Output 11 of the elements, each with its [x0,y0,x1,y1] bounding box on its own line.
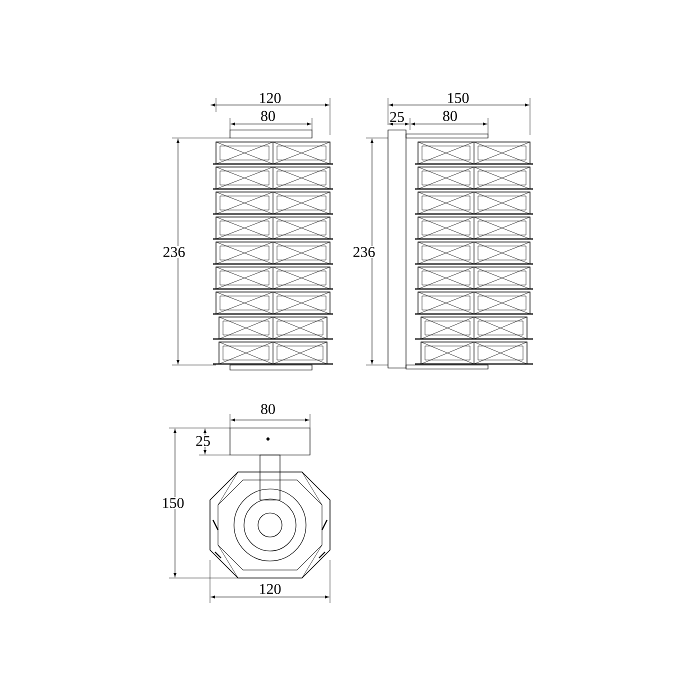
dimension-label: 236 [352,246,376,258]
dimension-label: 120 [258,92,282,104]
dimension-label: 25 [388,110,406,124]
dimension-label: 150 [160,496,186,510]
dimension-label: 80 [442,110,458,122]
dimension-label: 80 [260,402,276,416]
dimension-label: 236 [162,246,186,258]
dimension-label: 25 [194,434,212,448]
dimension-label: 120 [258,582,282,596]
dimension-label: 150 [446,92,470,104]
dimension-label: 80 [260,110,276,122]
